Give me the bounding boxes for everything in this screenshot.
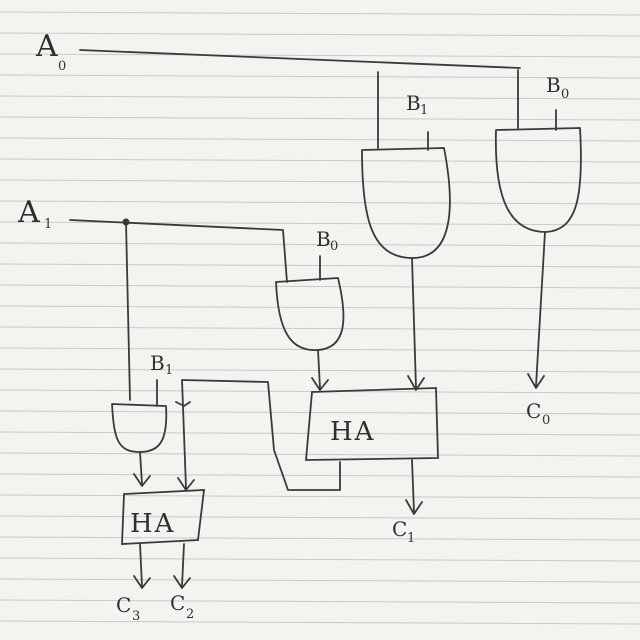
gate-a0b0-to-c0 — [535, 231, 546, 387]
ha-right-in1-arrowhead — [407, 375, 425, 391]
a0-wire — [79, 49, 521, 69]
notebook-line — [0, 557, 640, 562]
notebook-line — [0, 599, 640, 604]
b0-top-label: B — [546, 73, 561, 97]
notebook-line — [0, 200, 640, 205]
notebook-line — [0, 494, 640, 499]
a1-drop-wire — [125, 221, 131, 401]
a1-label: A — [17, 195, 40, 230]
notebook-line — [0, 284, 640, 289]
notebook-line — [0, 410, 640, 415]
notebook-line — [0, 158, 640, 163]
notebook-line — [0, 74, 640, 79]
c0-label: C — [526, 399, 541, 423]
b0-top-subscript: 0 — [561, 87, 569, 102]
gate-a1b0-to-ha — [317, 349, 321, 389]
carry-corner-mark — [175, 401, 191, 407]
notebook-line — [0, 221, 640, 226]
notebook-line — [0, 242, 640, 247]
notebook-line — [0, 473, 640, 478]
notebook-line — [0, 95, 640, 100]
c2-subscript: 2 — [186, 607, 194, 622]
ha-left-in1-arrowhead — [133, 473, 151, 487]
c3-arrowhead — [133, 575, 151, 589]
notebook-line — [0, 368, 640, 373]
and-gate-a1-b0 — [275, 277, 345, 351]
notebook-line — [0, 32, 640, 37]
b1-top-label: B — [406, 91, 421, 115]
notebook-line — [0, 116, 640, 121]
and-gate-a0-b0 — [494, 127, 582, 233]
a0-label: A — [35, 29, 58, 64]
notebook-line — [0, 53, 640, 58]
c2-wire — [181, 543, 185, 587]
c1-wire — [411, 459, 415, 513]
notebook-line — [0, 11, 640, 16]
notebook-line — [0, 137, 640, 142]
gate-a0b1-to-ha — [411, 257, 417, 389]
a1-subscript: 1 — [44, 217, 52, 232]
b0-mid-label: B — [316, 227, 331, 251]
c2-label: C — [170, 591, 185, 615]
a0-subscript: 0 — [58, 59, 66, 74]
notebook-line — [0, 620, 640, 625]
notebook-line — [0, 305, 640, 310]
c1-label: C — [392, 517, 407, 541]
notebook-line — [0, 179, 640, 184]
c1-subscript: 1 — [407, 531, 415, 546]
and-gate-a0-b1 — [361, 147, 451, 259]
notebook-line — [0, 326, 640, 331]
b1-low-subscript: 1 — [165, 363, 173, 378]
c3-label: C — [116, 593, 131, 617]
gate-a1b1-to-ha — [139, 451, 143, 485]
ha-right-in2-arrowhead — [311, 377, 329, 391]
half-adder-left — [121, 489, 206, 545]
a1-junction-dot — [122, 218, 130, 226]
b1-low-label: B — [150, 351, 165, 375]
half-adder-right — [305, 387, 439, 461]
c3-subscript: 3 — [132, 609, 140, 624]
c0-subscript: 0 — [542, 413, 550, 428]
b1-top-subscript: 1 — [420, 103, 428, 118]
b0-mid-subscript: 0 — [330, 239, 338, 254]
half-adder-left-label: HA — [130, 509, 175, 539]
c0-arrowhead — [527, 373, 545, 389]
half-adder-right-label: HA — [330, 417, 375, 447]
notebook-line — [0, 452, 640, 457]
notebook-lines — [0, 11, 640, 625]
notebook-line — [0, 431, 640, 436]
a1-wire — [69, 219, 288, 283]
c1-arrowhead — [405, 499, 423, 515]
notebook-line — [0, 578, 640, 583]
c3-wire — [139, 543, 143, 587]
carry-wire — [181, 379, 341, 491]
notebook-line — [0, 515, 640, 520]
c2-arrowhead — [173, 575, 191, 589]
notebook-line — [0, 536, 640, 541]
